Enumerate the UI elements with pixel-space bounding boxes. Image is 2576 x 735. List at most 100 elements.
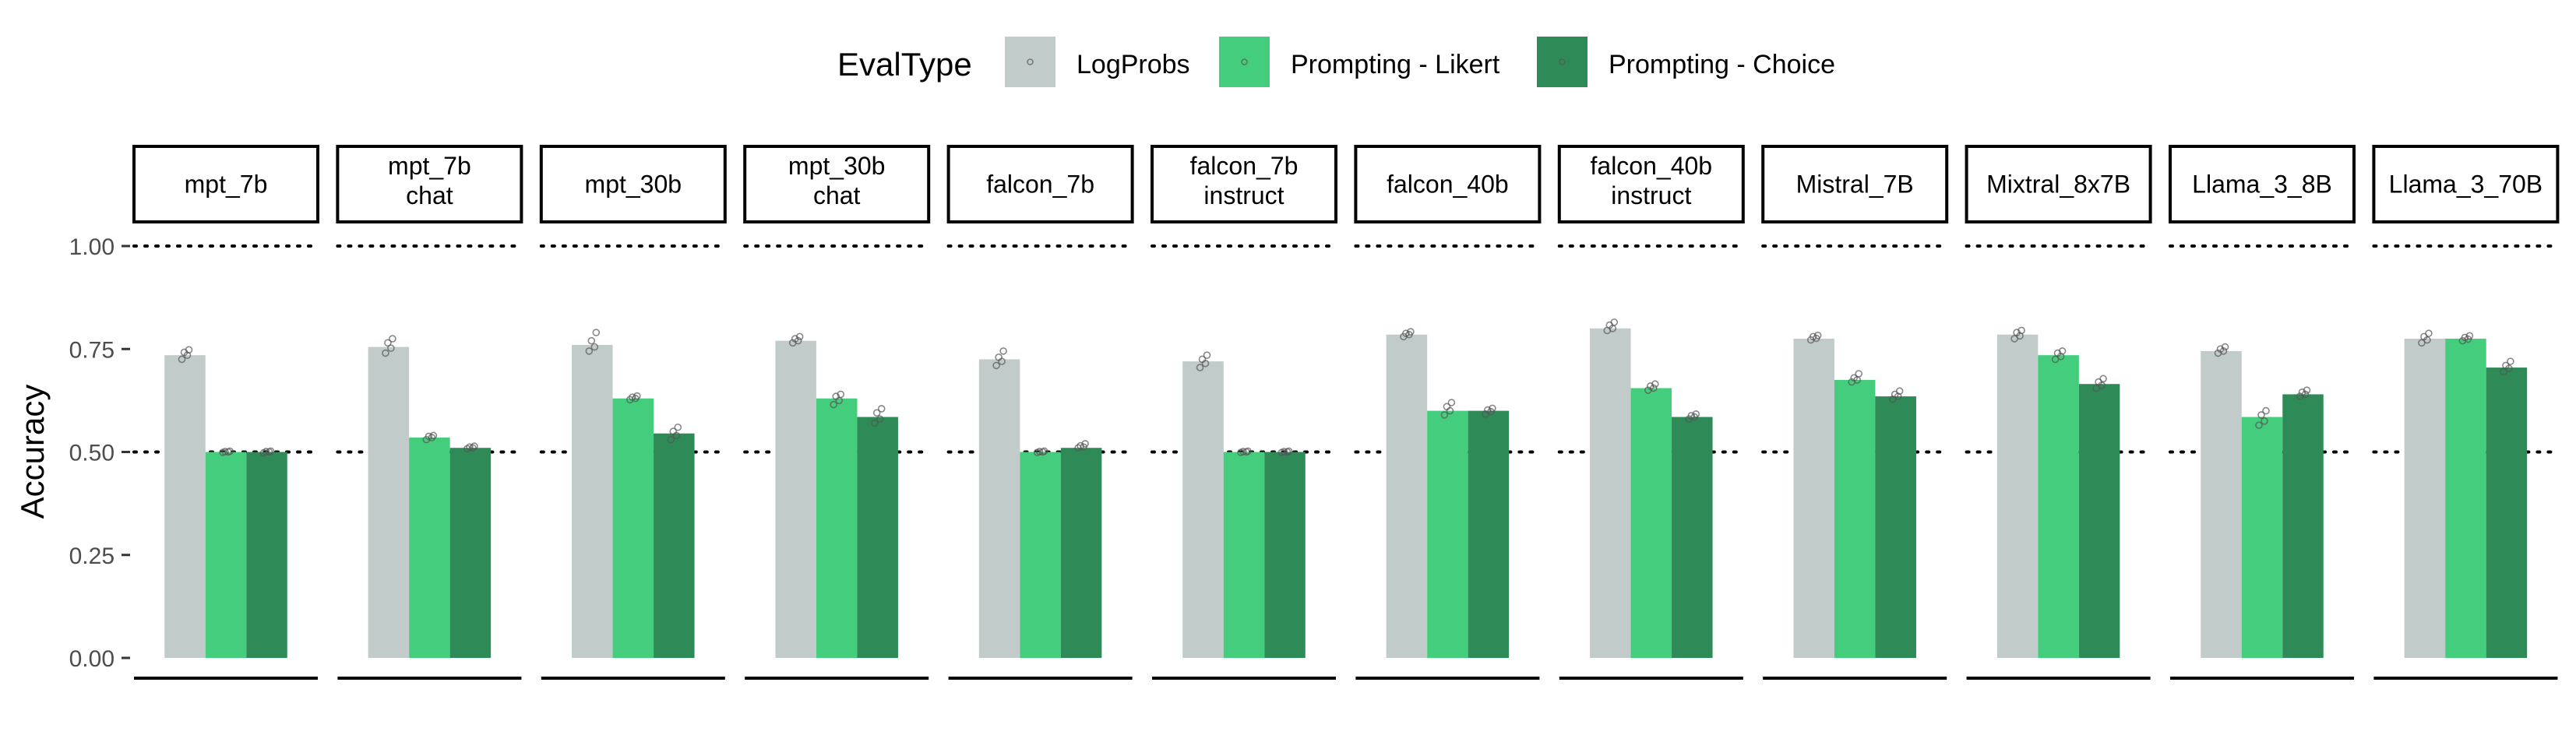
bar	[1020, 452, 1061, 658]
data-point	[1035, 448, 1044, 455]
data-point	[992, 361, 1000, 370]
y-tick-label: 0.50	[69, 441, 115, 466]
legend-swatch	[1005, 37, 1055, 87]
data-point	[1239, 448, 1247, 455]
legend-label: Prompting - Likert	[1291, 50, 1500, 79]
bar	[2241, 417, 2283, 658]
bar	[1468, 410, 1510, 658]
data-point	[2255, 421, 2263, 429]
facet-strip	[1151, 145, 1337, 223]
data-point	[221, 448, 229, 455]
data-point	[1484, 406, 1492, 414]
data-point	[872, 409, 881, 417]
data-point	[266, 447, 275, 455]
facet-label: falcon_40b	[1387, 171, 1509, 199]
data-point	[2053, 349, 2062, 357]
data-point	[178, 355, 186, 364]
data-point	[633, 392, 641, 400]
facet-label: instruct	[1611, 181, 1691, 209]
data-point	[469, 444, 477, 452]
data-point	[837, 390, 844, 399]
data-point	[1284, 447, 1293, 455]
facet-label: chat	[813, 181, 861, 209]
y-tick-label: 0.25	[69, 543, 115, 569]
bar	[857, 417, 898, 658]
data-point	[2216, 345, 2225, 353]
data-point	[2099, 375, 2107, 383]
data-point	[590, 343, 599, 351]
data-point	[1447, 399, 1456, 406]
data-point	[791, 335, 799, 343]
data-point	[1081, 440, 1089, 448]
bar	[1996, 334, 2039, 658]
data-point	[226, 447, 234, 455]
bar	[1793, 339, 1834, 658]
bar	[775, 340, 816, 658]
bar	[2038, 355, 2079, 658]
facet-strip	[2372, 145, 2560, 223]
facet-label: falcon_7b	[1190, 152, 1299, 180]
data-point	[1196, 364, 1204, 371]
facet-strip	[539, 145, 727, 223]
data-point	[185, 346, 193, 354]
data-point	[1402, 329, 1410, 337]
facet-panel: Mixtral_8x7B	[1965, 145, 2152, 680]
bar	[1182, 361, 1224, 658]
data-point	[2500, 368, 2507, 376]
facet-label: mpt_30b	[788, 152, 886, 180]
bar	[449, 448, 492, 658]
data-point	[1244, 447, 1252, 455]
data-point	[795, 332, 804, 341]
facet-label: Mixtral_8x7B	[1986, 171, 2130, 199]
facet-panel: Mistral_7B	[1761, 145, 1949, 680]
data-point	[2261, 417, 2268, 425]
bar	[2486, 368, 2528, 658]
bar	[1672, 417, 1713, 658]
legend-label: Prompting - Choice	[1609, 50, 1835, 79]
bar	[2445, 339, 2486, 658]
legend-swatch	[1537, 37, 1588, 87]
data-point	[1692, 410, 1700, 418]
bar	[205, 452, 247, 658]
data-point	[995, 353, 1003, 361]
facet-panel: Llama_3_8B	[2169, 145, 2356, 680]
bar	[978, 359, 1020, 658]
y-tick-label: 0.00	[69, 646, 115, 672]
bar	[1223, 452, 1265, 658]
data-point	[876, 415, 884, 423]
bar	[1875, 396, 1916, 658]
bar	[1590, 328, 1631, 658]
data-point	[870, 419, 879, 427]
bar	[2078, 384, 2120, 658]
bar	[654, 433, 695, 658]
facet-label: falcon_40b	[1591, 152, 1713, 180]
data-point	[587, 336, 596, 345]
data-point	[2221, 343, 2229, 351]
bar	[1630, 388, 1672, 658]
data-point	[2425, 329, 2433, 337]
data-point	[877, 405, 886, 413]
bar	[1427, 410, 1468, 658]
facet-label: mpt_7b	[185, 171, 268, 199]
facet-strip	[1965, 145, 2152, 223]
data-point	[1809, 332, 1817, 341]
legend-point-icon	[1027, 58, 1034, 65]
data-point	[674, 423, 682, 431]
facet-strip	[743, 145, 931, 223]
bar	[816, 398, 858, 658]
data-point	[2257, 411, 2265, 419]
data-point	[1440, 411, 1449, 419]
data-point	[1651, 380, 1659, 389]
data-point	[1489, 404, 1496, 413]
bar	[1834, 379, 1876, 658]
data-point	[667, 435, 675, 444]
legend-label: LogProbs	[1077, 50, 1190, 79]
bar	[2201, 350, 2242, 658]
facet-strip	[1761, 145, 1949, 223]
data-point	[1647, 382, 1654, 390]
